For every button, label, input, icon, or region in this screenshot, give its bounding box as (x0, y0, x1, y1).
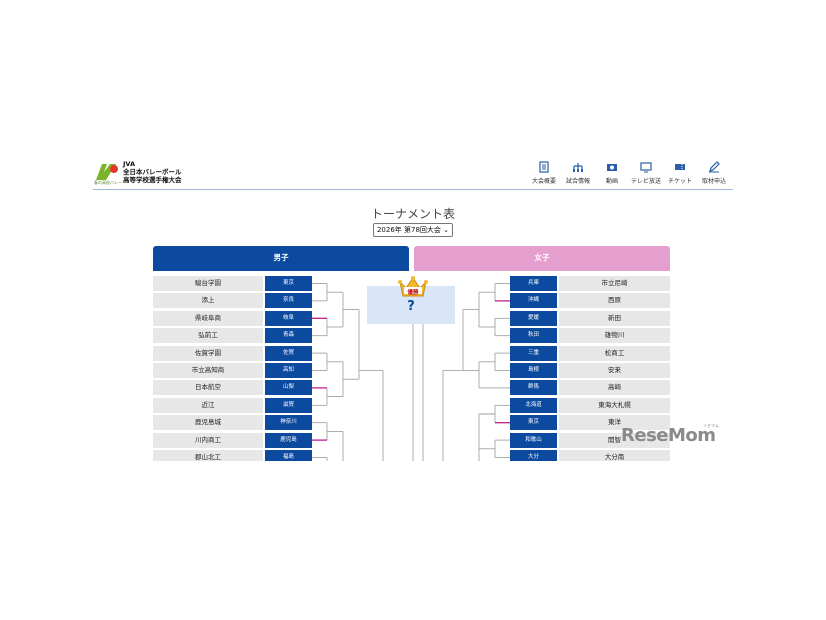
nav-label: チケット (667, 178, 692, 185)
girls-school-name: 大分南 (559, 450, 670, 461)
bracket-lines (312, 283, 510, 461)
girls-school-name: 市立尼崎 (559, 276, 670, 291)
champion-label: 優勝 (407, 290, 419, 296)
bracket-icon (573, 163, 583, 172)
pen-icon (709, 161, 720, 173)
nav-label: 大会概要 (531, 178, 556, 185)
boys-prefecture-badge: 東京 (265, 276, 312, 291)
boys-prefecture-badge: 滋賀 (265, 397, 312, 413)
watermark-kana: リセマム (703, 423, 719, 428)
logo-subtext: 春の高校バレー (94, 180, 122, 185)
boys-school-name: 添上 (153, 293, 263, 309)
site-frame: 春の高校バレー JVA 全日本バレーボール 高等学校選手権大会 大会概要 試合情… (93, 155, 733, 461)
year-select-value: 2026年 第78回大会 (376, 226, 441, 234)
boys-school-name: 駿台学園 (153, 276, 263, 291)
logo-title[interactable]: JVA 全日本バレーボール 高等学校選手権大会 (123, 160, 182, 184)
boys-school-name: 市立高知商 (153, 363, 263, 378)
boys-school-name: 近江 (153, 397, 263, 413)
girls-prefecture-badge: 大分 (510, 450, 557, 461)
girls-prefecture-badge: 愛媛 (510, 310, 557, 326)
site-header: 春の高校バレー JVA 全日本バレーボール 高等学校選手権大会 大会概要 試合情… (93, 155, 733, 190)
girls-prefecture-badge: 東京 (510, 415, 557, 431)
boys-prefecture-badge: 青森 (265, 328, 312, 344)
boys-school-name: 川内商工 (153, 432, 263, 448)
girls-prefecture-badge: 沖縄 (510, 293, 557, 309)
boys-prefecture-badge: 神奈川 (265, 415, 312, 431)
logo-line2: 高等学校選手権大会 (123, 176, 182, 184)
boys-prefecture-badge: 佐賀 (265, 345, 312, 361)
boys-school-name: 県岐阜商 (153, 310, 263, 326)
girls-school-name: 開智 (559, 432, 670, 448)
nav-tv[interactable]: テレビ放送 (629, 161, 663, 185)
boys-prefecture-badge: 奈良 (265, 293, 312, 309)
girls-prefecture-badge: 秋田 (510, 328, 557, 344)
tv-icon (640, 162, 652, 173)
ticket-icon (675, 164, 685, 170)
girls-school-name: 東海大札幌 (559, 397, 670, 413)
crown-icon (398, 276, 428, 297)
boys-prefecture-badge: 高知 (265, 363, 312, 378)
girls-prefecture-badge: 和歌山 (510, 432, 557, 448)
boys-school-name: 郡山北工 (153, 450, 263, 461)
camera-icon (607, 164, 617, 171)
boys-school-name: 弘前工 (153, 328, 263, 344)
nav-label: 取材申込 (701, 178, 726, 185)
boys-prefecture-badge: 岐阜 (265, 310, 312, 326)
girls-school-name: 安来 (559, 363, 670, 378)
girls-prefecture-badge: 三重 (510, 345, 557, 361)
boys-prefecture-badge: 鹿児島 (265, 432, 312, 448)
nav-overview[interactable]: 大会概要 (527, 161, 561, 185)
watermark-logo: ReseMom (621, 425, 716, 446)
nav-ticket[interactable]: チケット (663, 161, 697, 185)
logo-line1: 全日本バレーボール (123, 168, 182, 176)
boys-school-name: 鹿児島城 (153, 415, 263, 431)
nav-label: テレビ放送 (630, 178, 661, 185)
girls-school-name: 東洋 (559, 415, 670, 431)
page-title: トーナメント表 (370, 207, 455, 221)
nav-label: 試合情報 (565, 178, 590, 185)
girls-school-name: 高崎 (559, 380, 670, 396)
girls-school-name: 雄物川 (559, 328, 670, 344)
girls-school-name: 新田 (559, 310, 670, 326)
champion-value: ? (407, 299, 415, 314)
girls-school-name: 松商工 (559, 345, 670, 361)
year-select[interactable]: 2026年 第78回大会 ⌄ (373, 223, 453, 237)
girls-prefecture-badge: 兵庫 (510, 276, 557, 291)
logo-icon[interactable] (94, 160, 120, 184)
main-nav: 大会概要 試合情報 動画 テレビ放送 チケット 取材申込 (527, 161, 731, 185)
boys-school-name: 日本航空 (153, 380, 263, 396)
nav-label: 動画 (605, 178, 618, 185)
document-icon (539, 161, 549, 173)
girls-prefecture-badge: 北海道 (510, 397, 557, 413)
tab-boys[interactable]: 男子 (153, 246, 409, 271)
tab-girls[interactable]: 女子 (414, 246, 670, 271)
girls-school-name: 西原 (559, 293, 670, 309)
logo-abbr: JVA (123, 160, 136, 168)
nav-video[interactable]: 動画 (595, 161, 629, 185)
boys-prefecture-badge: 山梨 (265, 380, 312, 396)
boys-school-name: 佐賀学園 (153, 345, 263, 361)
girls-prefecture-badge: 群馬 (510, 380, 557, 396)
nav-match-info[interactable]: 試合情報 (561, 161, 595, 185)
chevron-down-icon: ⌄ (443, 226, 450, 234)
nav-press[interactable]: 取材申込 (697, 161, 731, 185)
girls-prefecture-badge: 島根 (510, 363, 557, 378)
boys-prefecture-badge: 福島 (265, 450, 312, 461)
